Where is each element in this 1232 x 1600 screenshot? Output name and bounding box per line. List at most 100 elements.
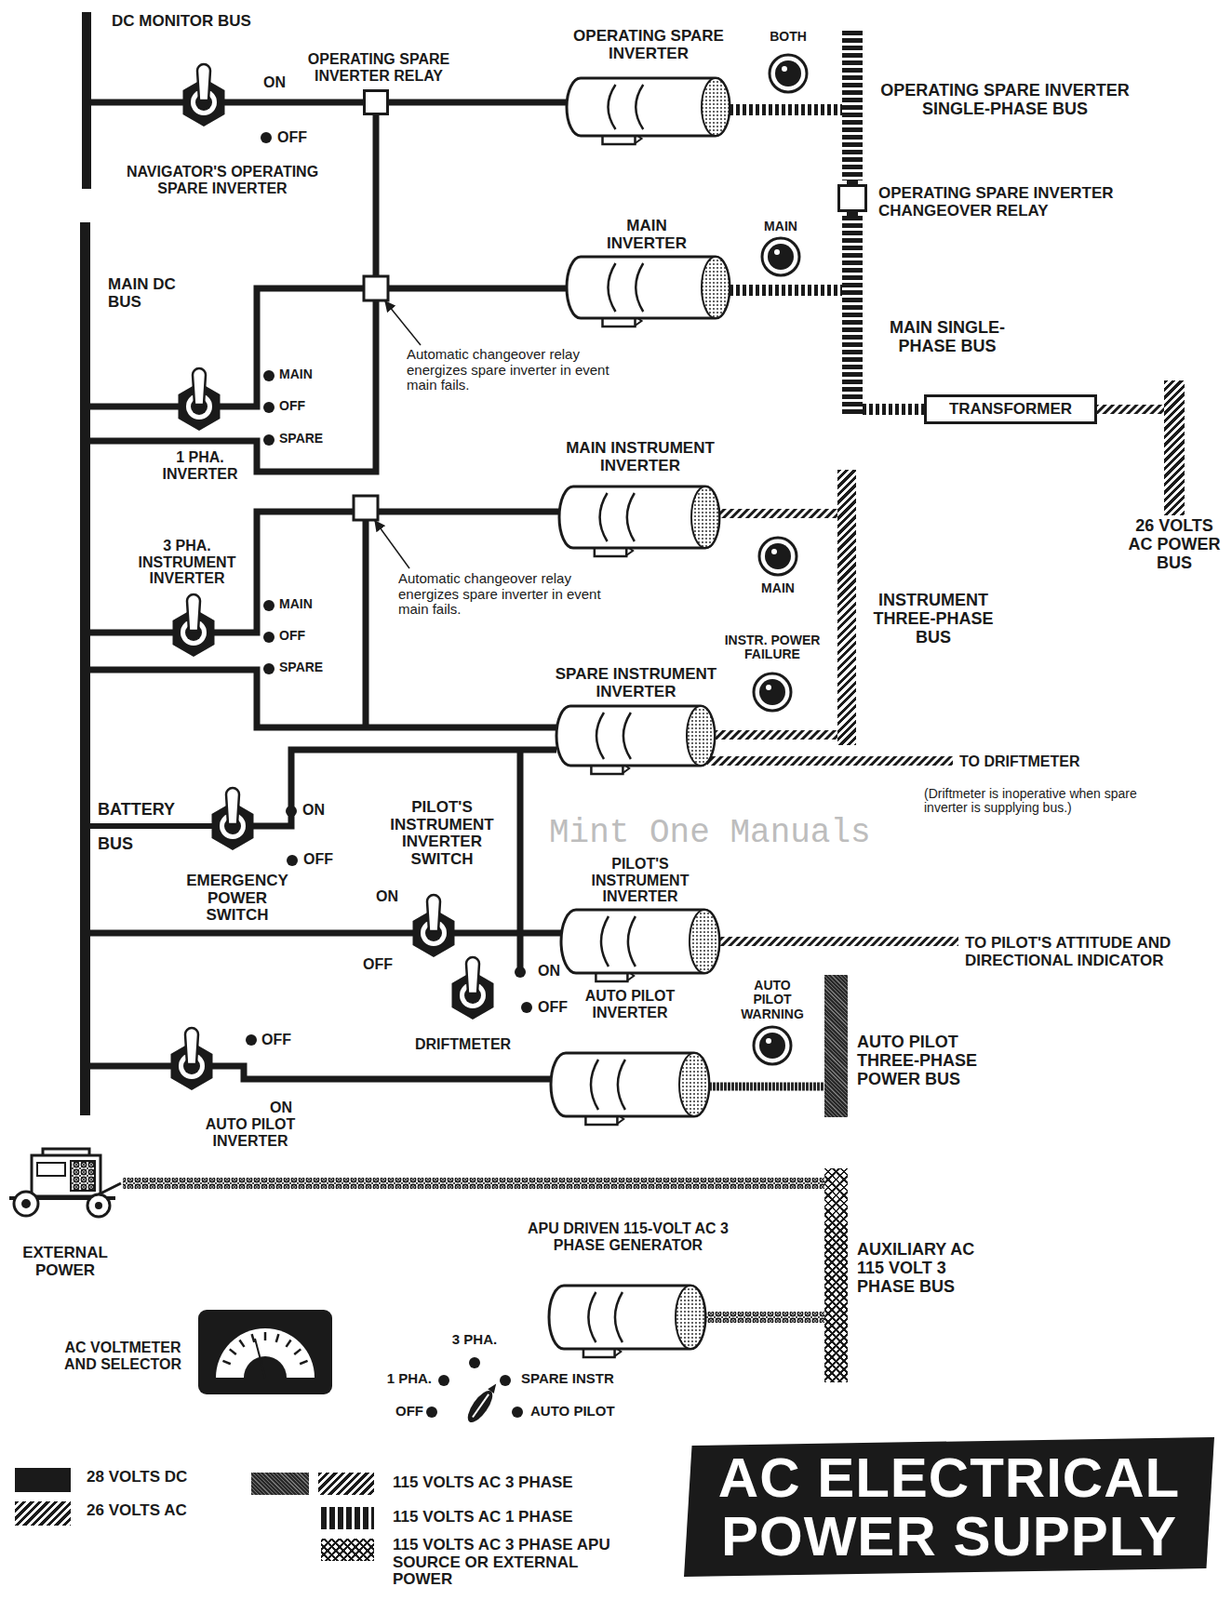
- legend-text: 115 VOLTS AC 3 PHASE: [392, 1474, 635, 1493]
- single-phase-bus-label: OPERATING SPARE INVERTER SINGLE-PHASE BU…: [870, 81, 1140, 120]
- inverter-label: MAIN INVERTER: [590, 217, 703, 253]
- annotation-label: Automatic changeover relay energizes spa…: [398, 571, 617, 618]
- generator-label: APU DRIVEN 115-VOLT AC 3 PHASE GENERATOR: [521, 1220, 736, 1254]
- annotation-label: OFF: [537, 999, 585, 1017]
- leader-line: [374, 301, 421, 569]
- power-wire: [862, 403, 924, 416]
- generator: APU DRIVEN 115-VOLT AC 3 PHASE GENERATOR: [549, 1284, 706, 1352]
- inverter: OPERATING SPARE INVERTER: [566, 76, 730, 138]
- annotation-label: PILOT'S INSTRUMENT INVERTER SWITCH: [372, 799, 512, 870]
- inverter-label: AUTO PILOT INVERTER: [578, 988, 682, 1021]
- power-wire: [122, 1178, 825, 1190]
- legend-swatch: [14, 1501, 71, 1527]
- three-phase-bus-label: AUTO PILOT THREE-PHASE POWER BUS: [857, 1033, 1006, 1089]
- annotation-label: MAIN: [279, 597, 345, 612]
- inverter-drawing: [566, 76, 730, 148]
- legend-swatch: [321, 1539, 375, 1562]
- annotation-label: DRIFTMETER: [415, 1036, 536, 1054]
- annotation-label: OFF: [362, 956, 410, 974]
- power-wire: [90, 669, 557, 728]
- auxiliary-bus: AUXILIARY AC 115 VOLT 3 PHASE BUS: [824, 1168, 848, 1383]
- ground-power-cart: [5, 1146, 123, 1221]
- annotation-label: MAIN: [752, 219, 809, 234]
- legend-text: 28 VOLTS DC: [86, 1469, 255, 1487]
- annotation-label: SPARE: [279, 660, 345, 675]
- changeover-relay: OPERATING SPARE INVERTER CHANGEOVER RELA…: [837, 184, 868, 213]
- changeover-relay-label: OPERATING SPARE INVERTER CHANGEOVER RELA…: [878, 185, 1144, 220]
- inverter-drawing: [549, 1284, 706, 1361]
- inverter: MAIN INVERTER: [566, 254, 730, 321]
- annotation-label: ON: [263, 74, 301, 92]
- transformer-label: TRANSFORMER: [949, 401, 1072, 419]
- annotation-label: 3 PHA.: [446, 1332, 503, 1349]
- inverter-drawing: [561, 908, 720, 985]
- annotation-label: 1 PHA. INVERTER: [148, 449, 252, 483]
- relay-square: [353, 276, 389, 521]
- ac-power-bus: 26 VOLTS AC POWER BUS: [1164, 380, 1185, 516]
- legend-swatch: [14, 1468, 71, 1493]
- annotation-label: OFF: [303, 851, 350, 869]
- annotation-label: MAIN: [279, 367, 345, 382]
- power-wire: [729, 284, 843, 296]
- watermark: Mint One Manuals: [549, 815, 903, 853]
- external-power: EXTERNAL POWER: [5, 1146, 123, 1221]
- annotation-label: OFF: [279, 629, 335, 643]
- power-wire: [90, 115, 376, 472]
- external-power-label: EXTERNAL POWER: [9, 1245, 121, 1280]
- ac-voltmeter: AC VOLTMETER AND SELECTOR: [197, 1309, 334, 1396]
- annotation-label: ON: [537, 963, 576, 980]
- single-phase-bus: MAIN SINGLE-PHASE BUS: [842, 215, 863, 416]
- transformer: TRANSFORMER: [924, 394, 1098, 425]
- auxiliary-bus-label: AUXILIARY AC 115 VOLT 3 PHASE BUS: [857, 1241, 1006, 1297]
- title-banner: AC ELECTRICAL POWER SUPPLY: [683, 1437, 1215, 1578]
- battery-bus-label: BUS: [97, 835, 154, 855]
- power-wire: [1097, 404, 1165, 415]
- inverter: MAIN INSTRUMENT INVERTER: [559, 484, 720, 550]
- power-wire: [212, 749, 557, 827]
- legend-swatch: [251, 1473, 309, 1496]
- three-phase-bus: INSTRUMENT THREE-PHASE BUS: [837, 469, 857, 746]
- inverter-drawing: [556, 704, 715, 777]
- annotation-label: SPARE INSTR: [521, 1371, 643, 1388]
- dc-bus-label: DC MONITOR BUS: [111, 13, 252, 31]
- legend-swatch: [318, 1473, 375, 1496]
- power-wire: [719, 508, 838, 519]
- legend-text: 115 VOLTS AC 1 PHASE: [392, 1509, 635, 1527]
- power-wire: [705, 1312, 825, 1324]
- dc-bus: MAIN DC BUS: [80, 222, 91, 1116]
- three-phase-bus-label: INSTRUMENT THREE-PHASE BUS: [863, 591, 1004, 647]
- legend-text: 26 VOLTS AC: [86, 1502, 255, 1521]
- annotation-label: EMERGENCY POWER SWITCH: [176, 872, 298, 925]
- power-wire: [388, 99, 567, 107]
- annotation-label: ON: [375, 888, 414, 906]
- power-wire: [90, 930, 562, 938]
- inverter-label: OPERATING SPARE INVERTER: [550, 27, 747, 63]
- power-wire: [729, 104, 843, 116]
- power-wire: [709, 1083, 825, 1092]
- inverter-label: PILOT'S INSTRUMENT INVERTER: [570, 856, 710, 906]
- legend-swatch: [321, 1507, 375, 1530]
- annotation-label: NAVIGATOR'S OPERATING SPARE INVERTER: [100, 163, 345, 197]
- legend-text: 115 VOLTS AC 3 PHASE APU SOURCE OR EXTER…: [392, 1537, 616, 1590]
- annotation-label: SPARE: [279, 431, 345, 446]
- inverter: SPARE INSTRUMENT INVERTER: [556, 704, 715, 768]
- title-text: AC ELECTRICAL POWER SUPPLY: [702, 1448, 1196, 1567]
- inverter-drawing: [550, 1051, 710, 1128]
- annotation-label: AUTO PILOT: [530, 1404, 643, 1420]
- annotation-label: BOTH: [760, 29, 817, 44]
- single-phase-bus-label: MAIN SINGLE-PHASE BUS: [863, 319, 1032, 357]
- indicator-light: [753, 54, 807, 1065]
- annotation-label: MAIN: [749, 581, 806, 596]
- annotation-label: AUTO PILOT WARNING: [735, 978, 810, 1022]
- three-phase-bus: AUTO PILOT THREE-PHASE POWER BUS: [824, 975, 848, 1118]
- annotation-label: OFF: [277, 129, 324, 147]
- battery-bus-label: BATTERY: [97, 801, 201, 820]
- inverter-label: MAIN INSTRUMENT INVERTER: [547, 440, 734, 475]
- annotation-label: Automatic changeover relay energizes spa…: [406, 347, 626, 394]
- annotation-label: 3 PHA. INSTRUMENT INVERTER: [130, 537, 244, 588]
- power-wire: [91, 99, 363, 107]
- inverter-label: SPARE INSTRUMENT INVERTER: [535, 666, 737, 701]
- annotation-label: 1 PHA.: [370, 1371, 432, 1388]
- annotation-label: TO PILOT'S ATTITUDE AND DIRECTIONAL INDI…: [964, 935, 1179, 970]
